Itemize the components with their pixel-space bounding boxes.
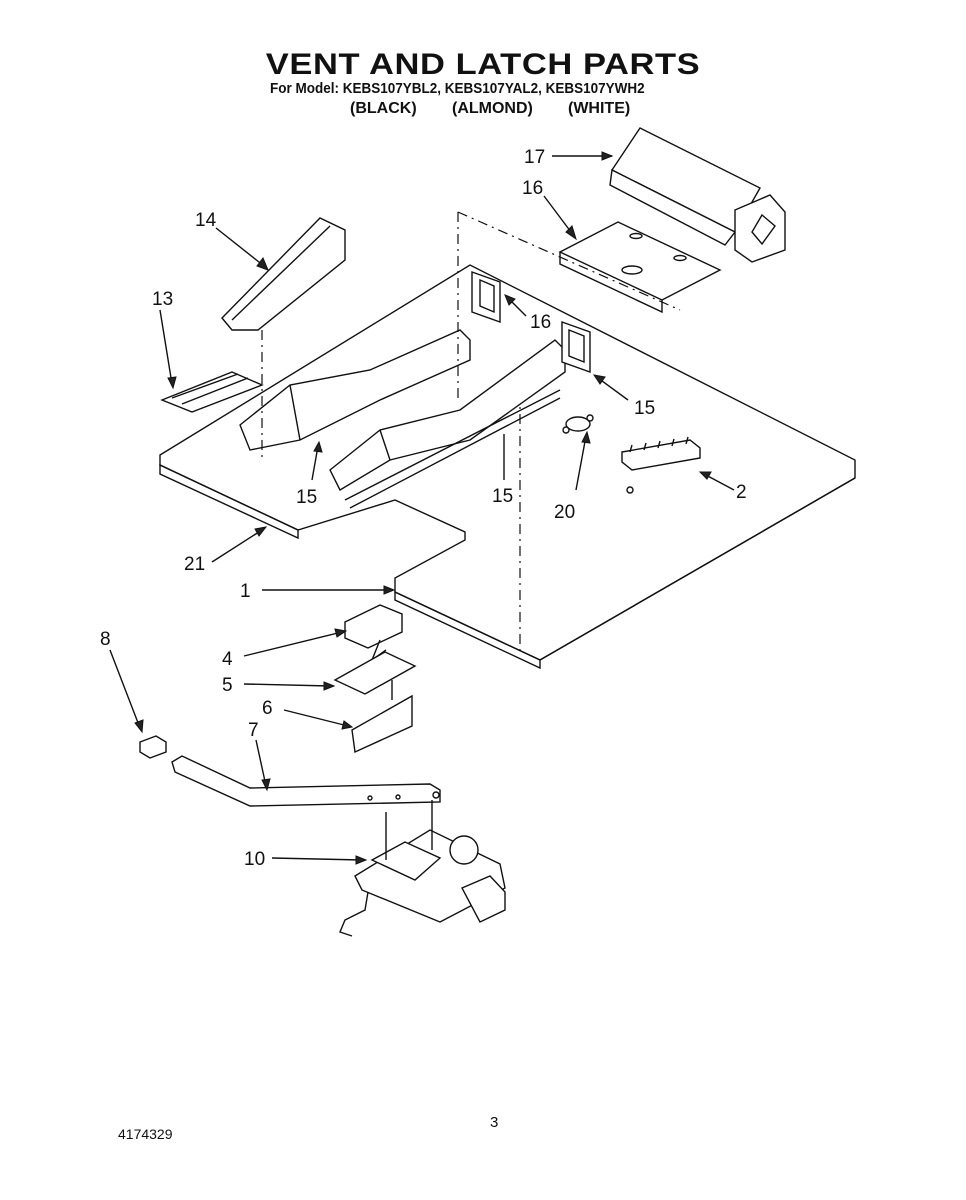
leader-lines [109,151,735,865]
callout-5: 5 [222,675,233,696]
callout-14: 14 [195,210,217,231]
callout-10: 10 [244,849,265,870]
color-label-almond: (ALMOND) [452,100,533,117]
callout-8: 8 [100,629,111,650]
part-6-bracket [351,680,413,754]
part-10-latch-assembly [339,800,506,937]
part-13-grille [160,371,264,413]
duct-brackets [471,271,591,373]
callout-18: 17 [524,147,545,168]
part-2-terminal-block [621,436,701,494]
part-7-latch-arm [171,755,441,807]
callout-20: 20 [554,502,575,523]
callout-13: 13 [152,289,173,310]
color-label-white: (WHITE) [568,100,631,117]
callout-1: 1 [240,581,251,602]
base-panel [159,264,856,670]
part-18-fan-motor [609,127,786,263]
callout-17: 16 [522,178,543,199]
part-14-vent-cover [221,217,346,460]
part-5-insulator [333,651,417,695]
callout-15-left: 15 [296,487,317,508]
model-list: For Model: KEBS107YBL2, KEBS107YAL2, KEB… [270,80,645,97]
callout-16-right: 15 [634,398,655,419]
callout-16-top: 16 [530,312,551,333]
callout-15-center: 15 [492,486,513,507]
callout-6: 6 [262,698,273,719]
color-label-black: (BLACK) [350,100,417,117]
callout-4: 4 [222,649,233,670]
part-8-latch-knob [139,735,167,759]
part-20-thermostat [562,414,594,434]
document-number: 4174329 [118,1126,173,1142]
page-number: 3 [490,1114,499,1131]
page-title: VENT AND LATCH PARTS [265,48,701,81]
callout-2: 2 [736,482,747,503]
part-17-mounting-plate [457,211,722,400]
vent-channels [239,329,566,509]
callout-21: 21 [184,554,205,575]
callout-7: 7 [248,720,259,741]
